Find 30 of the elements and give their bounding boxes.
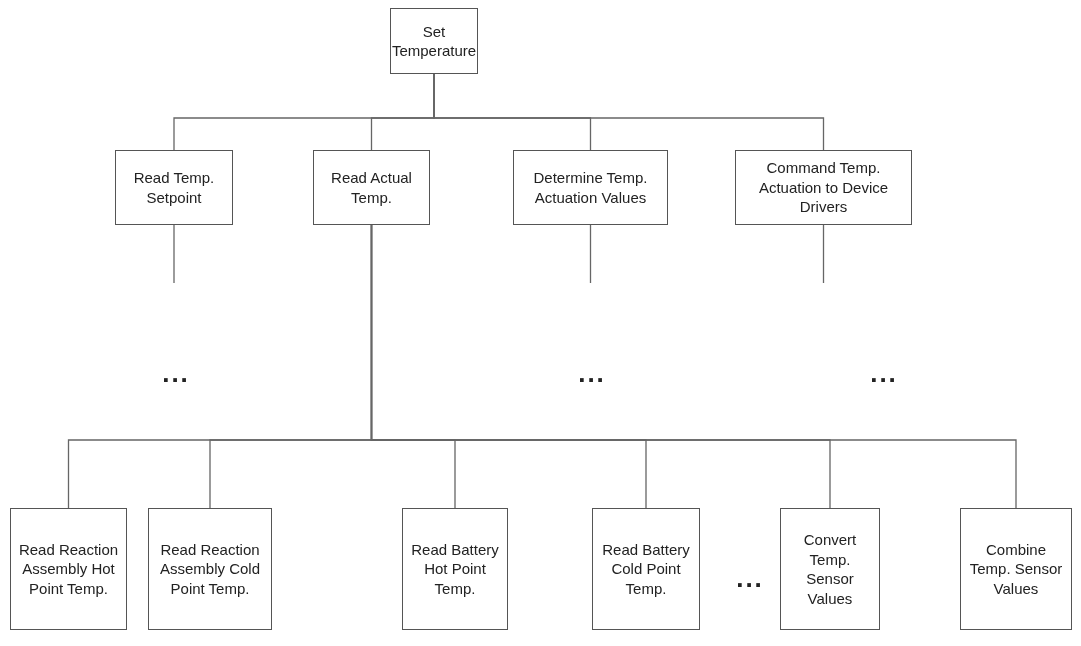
task-label: Convert Temp. Sensor Values (802, 530, 858, 608)
task-box (148, 508, 272, 630)
stub-line (173, 224, 175, 284)
task-box (313, 150, 430, 225)
task-box (115, 150, 233, 225)
task-label: Combine Temp. Sensor Values (968, 539, 1064, 599)
task-label: Read Reaction Assembly Hot Point Temp. (17, 539, 120, 599)
connector-line (370, 224, 1017, 509)
ellipsis-label: ... (736, 565, 764, 591)
task-label: Command Temp. Actuation to Device Drivers (757, 158, 890, 217)
ellipsis-label: ... (578, 360, 606, 386)
task-box (10, 508, 127, 630)
stub-line (589, 224, 592, 284)
task-box (735, 150, 912, 225)
task-box (513, 150, 668, 225)
task-box (960, 508, 1072, 630)
task-label: Read Reaction Assembly Cold Point Temp. (158, 539, 261, 599)
task-label: Read Battery Hot Point Temp. (410, 539, 500, 599)
task-box (390, 8, 478, 74)
task-box (402, 508, 508, 630)
stub-line (822, 224, 825, 284)
task-label: Set Temperature (391, 21, 477, 61)
ellipsis-label: ... (870, 360, 898, 386)
task-label: Read Actual Temp. (330, 168, 413, 207)
task-box (780, 508, 880, 630)
task-box (592, 508, 700, 630)
ellipsis-label: ... (162, 360, 190, 386)
task-label: Read Temp. Setpoint (132, 168, 216, 207)
task-label: Read Battery Cold Point Temp. (601, 539, 691, 599)
task-label: Determine Temp. Actuation Values (532, 168, 649, 207)
